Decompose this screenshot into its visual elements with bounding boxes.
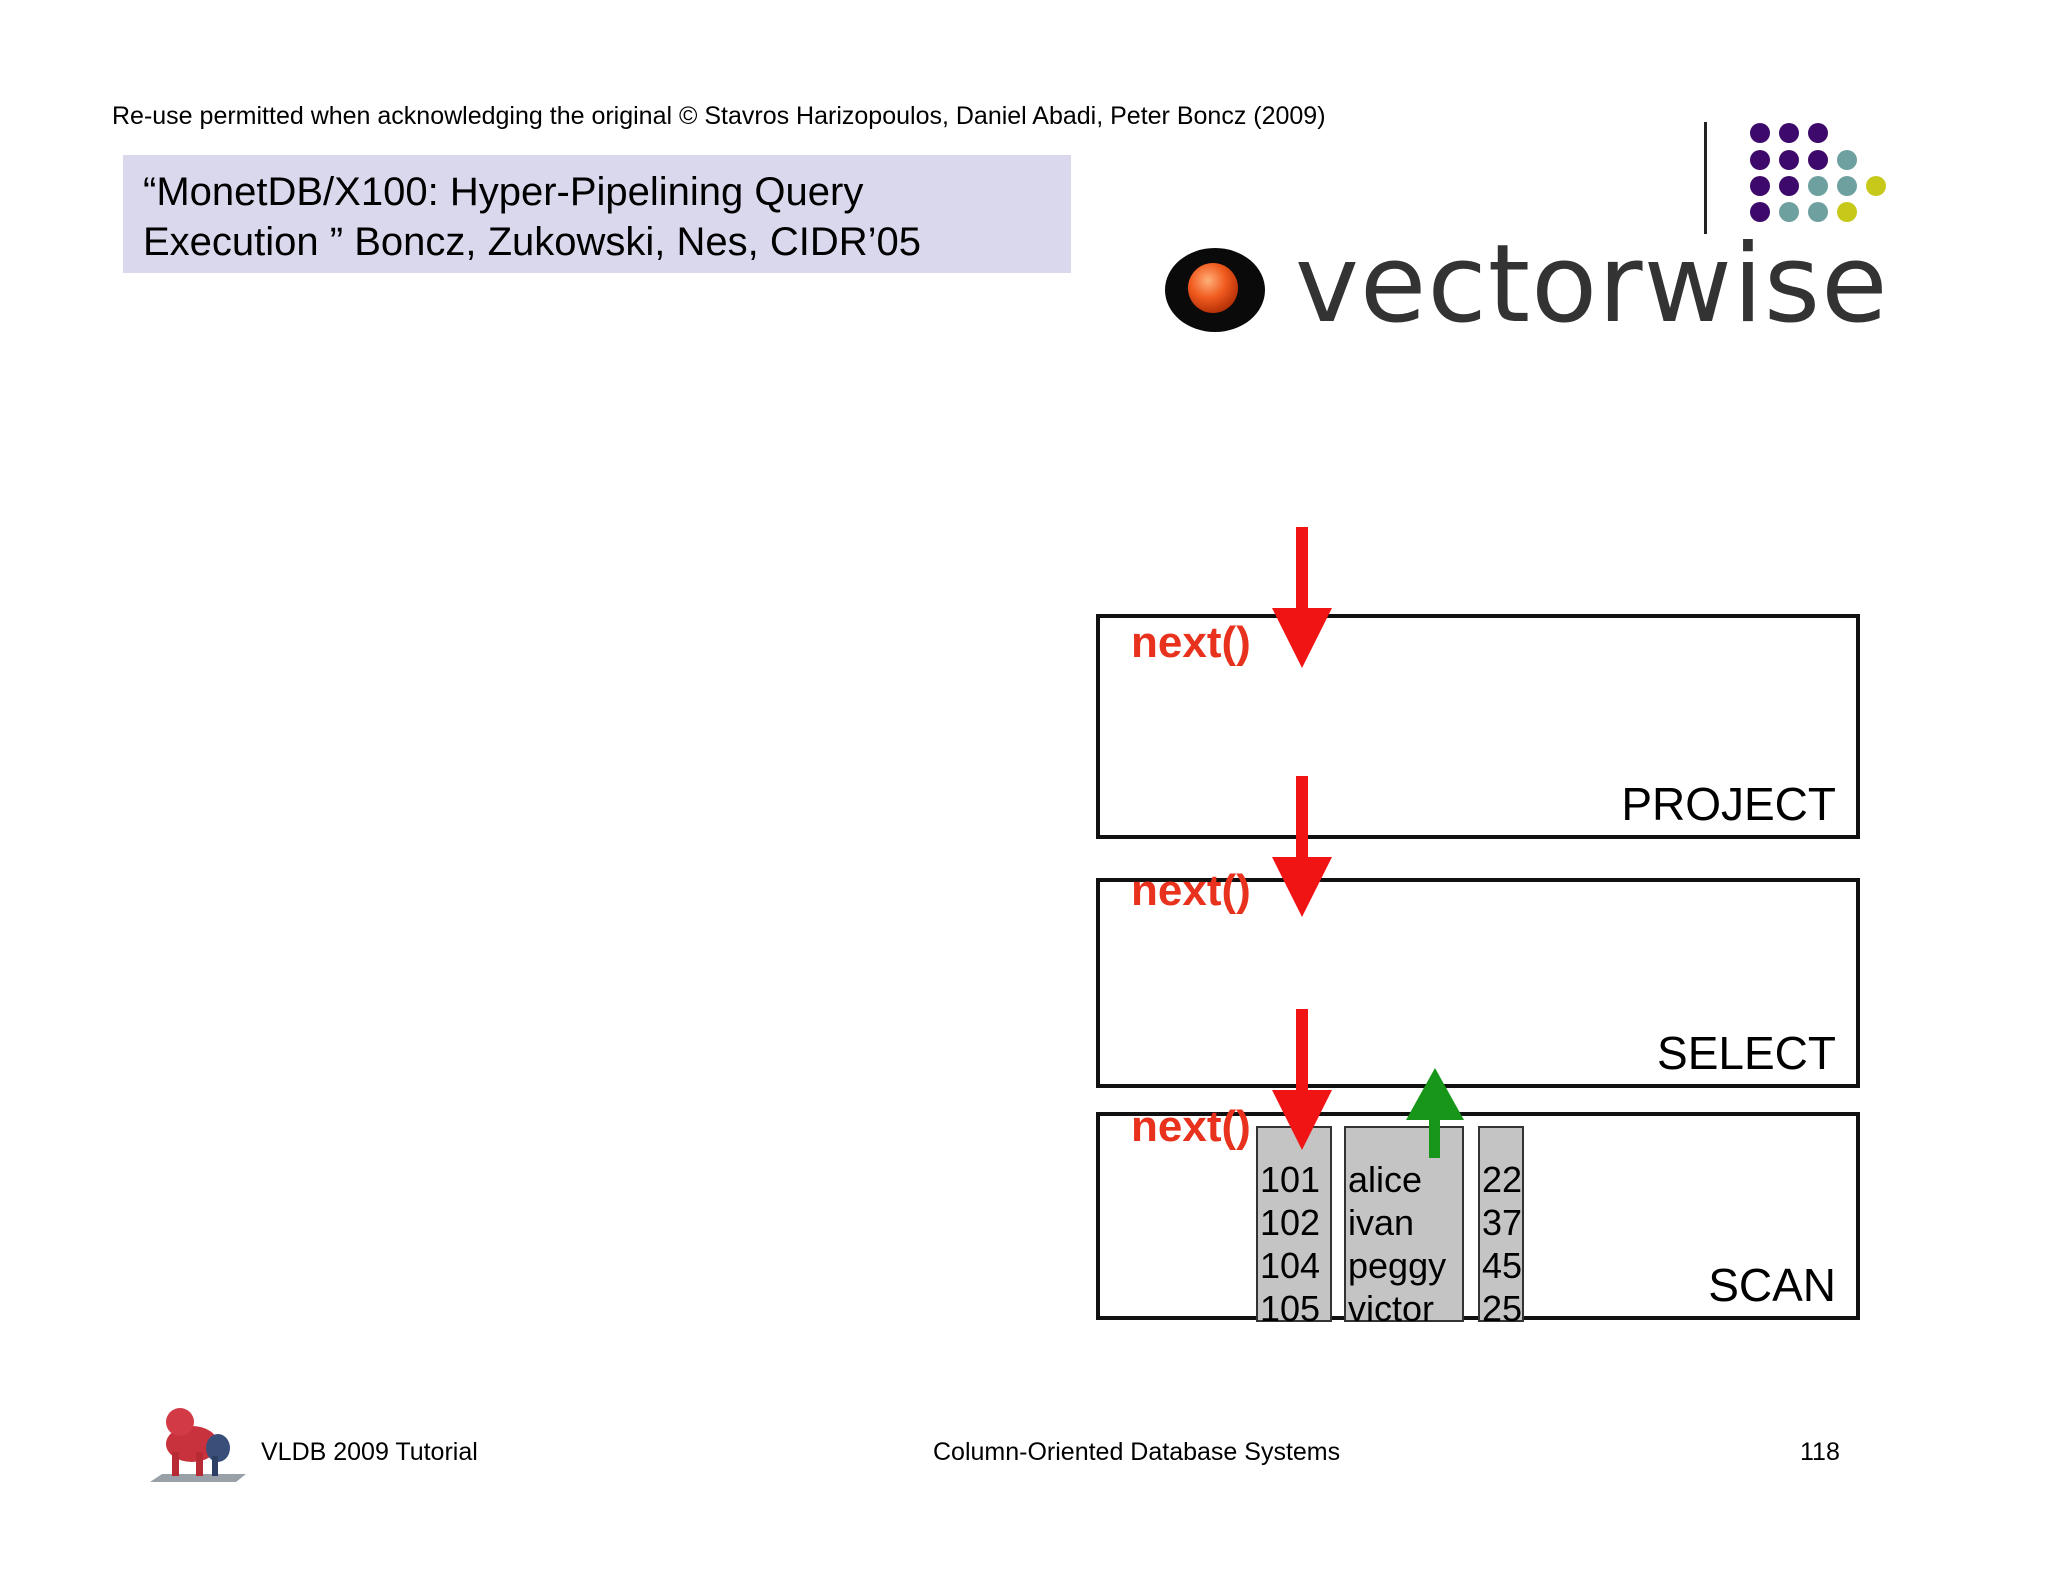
scan-label: SCAN: [1708, 1259, 1836, 1311]
age-column-vector: 22 37 45 25: [1478, 1126, 1524, 1329]
name-column-vector: alice ivan peggy victor: [1344, 1126, 1464, 1329]
next-call-label-scan: next(): [1131, 1102, 1251, 1151]
logo-divider: [1704, 122, 1707, 234]
page-number: 118: [1800, 1438, 1840, 1466]
lion-mascot-icon: [150, 1408, 246, 1482]
vectorwise-wordmark: vectorwise: [1295, 222, 1889, 347]
id-column-vector: 101 102 104 105: [1256, 1126, 1332, 1329]
next-call-label-select: next(): [1131, 866, 1251, 915]
dot-row-2: [1750, 150, 1857, 170]
citation-line-2: Execution ” Boncz, Zukowski, Nes, CIDR’0…: [143, 220, 922, 264]
id-cell: 105: [1260, 1288, 1321, 1329]
id-cell: 101: [1260, 1159, 1321, 1200]
name-cell: alice: [1348, 1159, 1423, 1200]
dot-row-3: [1750, 176, 1886, 196]
citation-line-1: “MonetDB/X100: Hyper-Pipelining Query: [143, 170, 864, 214]
id-cell: 104: [1260, 1245, 1321, 1286]
age-cell: 25: [1482, 1288, 1523, 1329]
name-cell: victor: [1348, 1288, 1435, 1329]
dot-row-4: [1750, 202, 1857, 222]
footer-title: Column-Oriented Database Systems: [933, 1438, 1341, 1466]
project-label: PROJECT: [1621, 778, 1836, 830]
select-operator-box: SELECT: [1096, 878, 1860, 1088]
vectorwise-logo-icon: [1165, 248, 1265, 332]
citation-box: “MonetDB/X100: Hyper-Pipelining Query Ex…: [123, 155, 1071, 273]
age-cell: 37: [1482, 1202, 1523, 1243]
age-cell: 45: [1482, 1245, 1523, 1286]
age-cell: 22: [1482, 1159, 1523, 1200]
project-operator-box: PROJECT: [1096, 614, 1860, 839]
logo-dot-grid: [1750, 123, 1886, 222]
copyright-notice: Re-use permitted when acknowledging the …: [112, 102, 1326, 130]
name-cell: ivan: [1348, 1202, 1415, 1243]
dot-row-1: [1750, 123, 1828, 143]
next-call-label-project: next(): [1131, 618, 1251, 667]
id-cell: 102: [1260, 1202, 1321, 1243]
name-cell: peggy: [1348, 1245, 1447, 1286]
footer-event: VLDB 2009 Tutorial: [261, 1438, 478, 1466]
select-label: SELECT: [1657, 1027, 1836, 1079]
